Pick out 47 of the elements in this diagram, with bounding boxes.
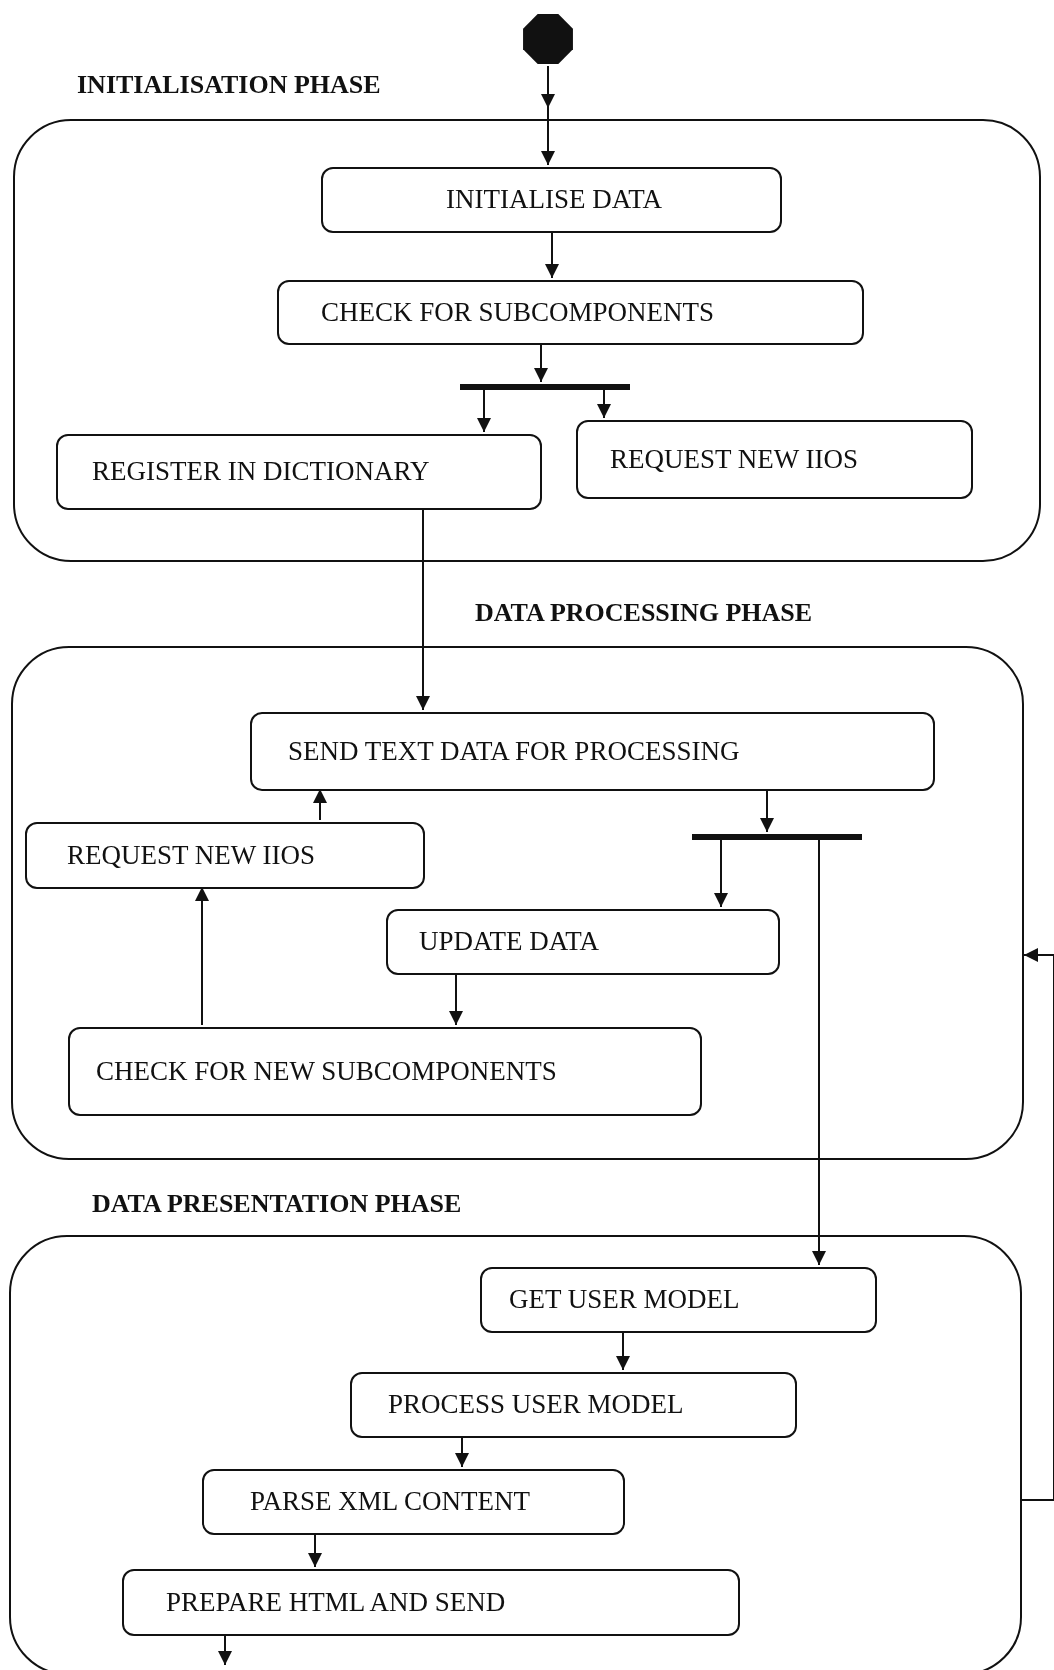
- activity-label: GET USER MODEL: [509, 1285, 740, 1315]
- arrow: [416, 507, 430, 711]
- activity-box: [576, 420, 973, 499]
- fork-bar: [692, 834, 862, 840]
- activity-label: UPDATE DATA: [419, 927, 600, 957]
- phase-heading: INITIALISATION PHASE: [77, 71, 381, 100]
- arrow: [449, 972, 463, 1026]
- activity-box: [277, 280, 864, 345]
- activity-box: [350, 1372, 797, 1438]
- fork-bar: [460, 384, 630, 390]
- arrow: [218, 1633, 232, 1666]
- arrow: [597, 387, 611, 419]
- activity-box: [480, 1267, 877, 1333]
- activity-box: [68, 1027, 702, 1116]
- activity-label: INITIALISE DATA: [446, 185, 663, 215]
- activity-box: [25, 822, 425, 889]
- activity-box: [321, 167, 782, 233]
- activity-label: CHECK FOR SUBCOMPONENTS: [321, 297, 715, 328]
- arrow: [477, 387, 491, 433]
- arrow: [714, 837, 728, 908]
- activity-label: REQUEST NEW IIOS: [67, 840, 315, 871]
- activity-box: [386, 909, 780, 975]
- activity-box: [122, 1569, 740, 1636]
- activity-label: PREPARE HTML AND SEND: [166, 1587, 506, 1618]
- arrow: [313, 788, 327, 821]
- activity-box: [202, 1469, 625, 1535]
- activity-box: [250, 712, 935, 791]
- arrow: [545, 230, 559, 279]
- activity-label: PARSE XML CONTENT: [250, 1487, 531, 1517]
- arrow: [534, 342, 548, 383]
- phase-heading: DATA PRESENTATION PHASE: [92, 1190, 462, 1219]
- phase-heading: DATA PROCESSING PHASE: [475, 599, 813, 628]
- arrow: [1021, 948, 1054, 1501]
- arrow: [812, 837, 826, 1266]
- activity-label: PROCESS USER MODEL: [388, 1390, 684, 1420]
- activity-label: REQUEST NEW IIOS: [610, 444, 858, 475]
- arrow: [541, 65, 555, 166]
- arrow: [616, 1330, 630, 1371]
- arrow: [308, 1532, 322, 1568]
- activity-label: CHECK FOR NEW SUBCOMPONENTS: [96, 1056, 557, 1087]
- activity-box: [56, 434, 542, 510]
- arrow: [195, 886, 209, 1026]
- activity-label: REGISTER IN DICTIONARY: [92, 457, 430, 487]
- arrow: [455, 1435, 469, 1468]
- activity-label: SEND TEXT DATA FOR PROCESSING: [288, 736, 740, 767]
- arrow: [760, 788, 774, 833]
- start-node: [521, 12, 575, 66]
